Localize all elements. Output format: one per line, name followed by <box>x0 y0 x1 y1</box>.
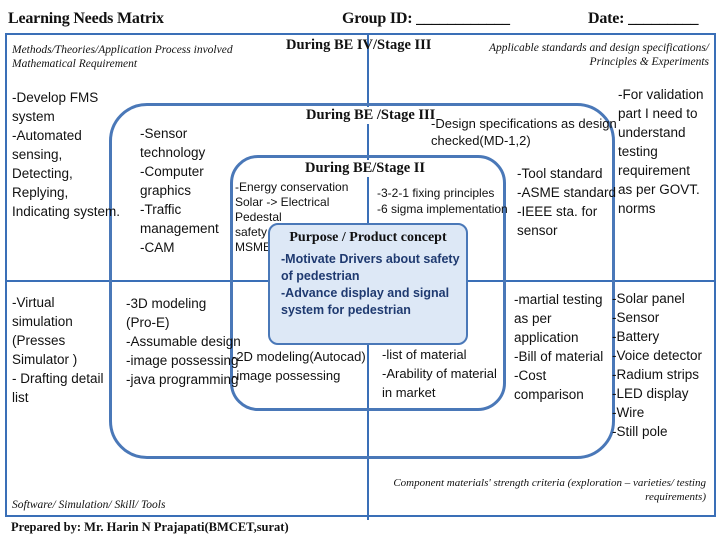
purpose-title: Purpose / Product concept <box>289 230 447 245</box>
middle-software-text: -3D modeling (Pro-E) -Assumable design -… <box>126 296 241 387</box>
outer-left-border <box>5 33 7 517</box>
inner-materials-text: -list of material -Arability of material… <box>382 347 497 400</box>
outer-top-border <box>5 33 716 35</box>
purpose-box: Purpose / Product concept -Motivate Driv… <box>268 223 468 345</box>
outer-bottom-border <box>5 515 716 517</box>
corner-top-left-label: Methods/Theories/Application Process inv… <box>12 44 233 70</box>
outer-materials-text: -Solar panel -Sensor -Battery -Voice det… <box>612 291 703 439</box>
stage-ii-box <box>230 155 506 411</box>
stage-iii-box <box>109 103 615 459</box>
outer-right-border <box>714 33 716 517</box>
outer-methods-text: -Develop FMS system -Automated sensing, … <box>12 90 121 219</box>
group-id-label: Group ID: ____________ <box>342 10 510 27</box>
corner-bottom-right-label: Component materials' strength criteria (… <box>393 477 706 503</box>
stage-inner-label: During BE/Stage II <box>303 160 428 177</box>
middle-standards-text: -Tool standard -ASME standard -IEEE sta.… <box>517 166 617 238</box>
middle-methods-text: -Sensor technology -Computer graphics -T… <box>140 126 219 255</box>
stage-middle-label: During BE /Stage III <box>304 107 438 124</box>
corner-top-right-label: Applicable standards and design specific… <box>489 42 709 68</box>
corner-bottom-left-label: Software/ Simulation/ Skill/ Tools <box>12 499 166 511</box>
prepared-by-footer: Prepared by: Mr. Harin N Prajapati(BMCET… <box>11 520 289 534</box>
purpose-item: -Advance display and signal system for p… <box>281 286 450 317</box>
inner-principles-text: -3-2-1 fixing principles -6 sigma implem… <box>377 186 508 216</box>
inner-software-text: -2D modeling(Autocad) -image possessing <box>232 349 366 383</box>
inner-methods-text: -Energy conservation Solar -> Electrical… <box>235 180 349 254</box>
date-label: Date: _________ <box>588 10 699 27</box>
outer-standards-text: -For validation part I need to understan… <box>618 87 704 216</box>
page-title: Learning Needs Matrix <box>8 10 164 27</box>
stage-outer-label: During BE IV/Stage III <box>286 37 432 53</box>
middle-design-spec-text: -Design specifications as design checked… <box>431 116 617 148</box>
middle-materials-text: -martial testing as per application -Bil… <box>514 292 604 402</box>
outer-software-text: -Virtual simulation (Presses Simulator )… <box>12 295 104 405</box>
purpose-item: -Motivate Drivers about safety of pedest… <box>281 252 460 283</box>
